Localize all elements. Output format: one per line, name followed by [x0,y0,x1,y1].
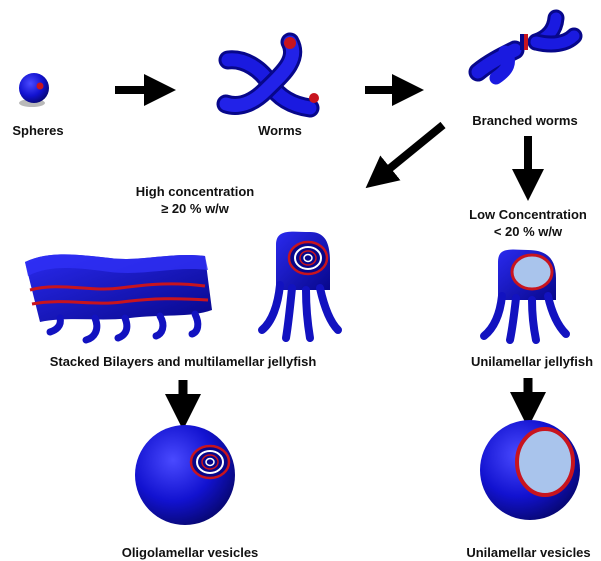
label-unilamellar-vesicles: Unilamellar vesicles [456,544,601,561]
multilamellar-jellyfish [262,232,338,338]
label-oligolamellar-vesicles: Oligolamellar vesicles [110,544,270,561]
unilamellar-jellyfish [484,250,566,340]
unilamellar-vesicle [480,420,580,520]
label-unilamellar-jellyfish: Unilamellar jellyfish [466,353,598,370]
worm-micelles [226,37,319,108]
arrow-branched-to-high-concentration [378,125,443,178]
label-low-concentration-value: < 20 % w/w [458,223,598,240]
sphere-micelle [19,73,49,107]
label-branched-worms: Branched worms [460,112,590,129]
label-stacked-bilayers: Stacked Bilayers and multilamellar jelly… [18,353,348,370]
label-low-concentration: Low Concentration [458,206,598,223]
label-worms: Worms [240,122,320,139]
stacked-bilayers [25,254,212,340]
oligolamellar-vesicle [135,425,235,525]
label-high-concentration-value: ≥ 20 % w/w [120,200,270,217]
label-high-concentration: High concentration [120,183,270,200]
branched-worm-micelles [478,18,574,78]
label-spheres: Spheres [8,122,68,139]
